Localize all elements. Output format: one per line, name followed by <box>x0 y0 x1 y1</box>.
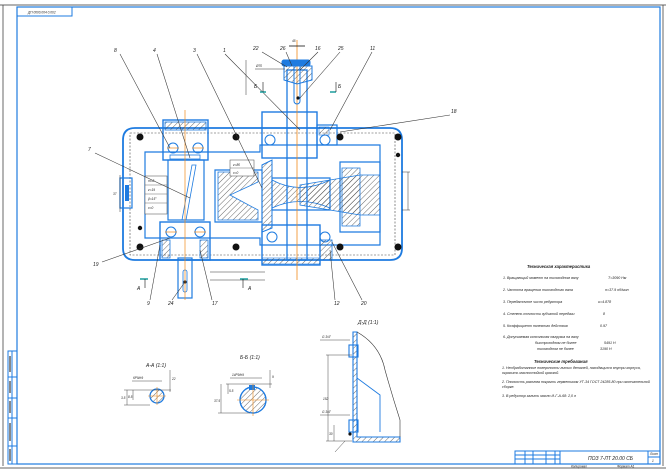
part-number: 1 <box>223 48 226 54</box>
drawing-code: ПОЗ 7-ЛТ 20.00 СБ <box>588 456 634 462</box>
drawing-frame <box>16 6 661 465</box>
dim-label: 152 <box>323 397 329 401</box>
tech-specs-title: Техническая характеристика <box>527 264 591 269</box>
part-number: 12 <box>334 301 340 307</box>
tech-spec-value: T=3090 Нм <box>608 276 627 280</box>
vent-label: Ø70 <box>255 64 262 68</box>
gear-table-row: z=19 <box>147 188 155 192</box>
format-label: Формат А1 <box>617 465 635 469</box>
gear-table-row: m=2 <box>148 179 155 183</box>
tech-spec-item: 6. Допускаемая консольная нагрузка на ва… <box>503 335 579 339</box>
dim-label: 37.5 <box>214 399 220 403</box>
part-number: 19 <box>93 262 99 268</box>
tech-requirement-item: 2. Плоскость разъема покрыть герметиком … <box>502 380 650 389</box>
left-strip <box>7 350 18 465</box>
tech-spec-item: 1. Вращающий момент на тихоходном валу <box>503 276 579 280</box>
section-mark-a-left: А <box>136 286 141 292</box>
part-number: 25 <box>337 46 344 52</box>
dim-label: 14P9/h9 <box>232 373 244 377</box>
title-block: ПОЗ 7-ЛТ 20.00 СБ Лист 1 Копировал Форма… <box>514 450 661 469</box>
tech-spec-item: 2. Частота вращения тихоходного вала <box>502 288 573 292</box>
section-mark-a-right: А <box>247 286 252 292</box>
wheel-table-row: z=80 <box>232 163 240 167</box>
tech-spec-item: 5. Коэффициент полезного действия <box>503 324 568 328</box>
tech-spec-value: 3190 Н <box>600 347 612 351</box>
dim-label: 8.5 <box>128 395 133 399</box>
section-d-d: Д-Д (1:1) G 3/4" G 3/4" 152 30 <box>320 320 401 453</box>
tech-spec-value: 8 <box>603 312 605 316</box>
tech-spec-value: 5491 Н <box>604 341 616 345</box>
part-number: 7 <box>88 147 91 153</box>
section-b-b: Б-Б (1:1) 14P9/h9 5.5 9 37.5 <box>214 355 274 416</box>
part-number: 16 <box>315 46 321 52</box>
tech-spec-value: u=4.878 <box>598 300 611 304</box>
section-a-a: А-А (1:1) 6P9/h9 22 3.5 8.5 <box>121 363 176 406</box>
tech-spec-item: 4. Степень точности зубчатой передачи <box>503 312 575 316</box>
gearbox-main-view: m=2 z=19 β=15° x=0 z=80 x=0 <box>113 40 410 300</box>
part-number: 4 <box>153 48 156 54</box>
part-number: 18 <box>451 109 457 115</box>
tech-requirement-item: 3. В редуктор залить масло И-Г-А-68: 2,0… <box>502 394 577 398</box>
part-number: 3 <box>193 48 196 54</box>
top-stamp: ДП 0000.004 0.002 <box>16 6 73 17</box>
tech-requirements-title: Технические требования <box>534 359 588 364</box>
dim-label: 5.5 <box>229 389 234 393</box>
part-number: 8 <box>114 48 117 54</box>
dim-label: 30 <box>329 432 333 436</box>
top-stamp-text: ДП 0000.004 0.002 <box>27 11 56 15</box>
part-number: 24 <box>167 301 174 307</box>
section-d-d-title: Д-Д (1:1) <box>357 320 379 326</box>
dim-label: 9 <box>272 375 274 379</box>
housing-bolts <box>136 133 402 251</box>
part-number: 17 <box>212 301 218 307</box>
sheet-number: 1 <box>652 459 654 463</box>
thread-label: G 3/4" <box>322 410 332 414</box>
part-numbers: 8 4 3 1 22 26 16 25 11 18 7 19 9 24 17 1… <box>88 46 457 307</box>
tech-requirement-item: 1. Необработанные поверхности литых дета… <box>502 366 641 375</box>
section-mark-b-left: Б <box>254 84 258 90</box>
tech-spec-item: быстроходном не более <box>535 341 576 345</box>
gear-table-row: β=15° <box>147 197 157 201</box>
section-a-a-title: А-А (1:1) <box>145 363 166 369</box>
copied-label: Копировал <box>571 465 587 469</box>
leader-lines <box>94 51 451 301</box>
housing-outline <box>122 127 403 261</box>
gear-table-row: x=0 <box>147 206 153 210</box>
tech-spec-value: 0.97 <box>600 324 608 328</box>
thread-label: G 3/4" <box>322 335 332 339</box>
section-marks: Б Б А А <box>136 82 342 292</box>
part-number: 20 <box>360 301 367 307</box>
part-number: 26 <box>279 46 286 52</box>
section-b-b-title: Б-Б (1:1) <box>240 355 260 361</box>
section-mark-b-right: Б <box>338 84 342 90</box>
sheet-label: Лист <box>649 452 659 456</box>
dim-label: 22 <box>171 377 176 381</box>
dim-label: 3.5 <box>121 396 126 400</box>
part-number: 9 <box>147 301 150 307</box>
tech-spec-item: 3. Передаточное число редуктора <box>503 300 562 304</box>
part-number: 22 <box>252 46 259 52</box>
svg-text:37: 37 <box>113 192 117 196</box>
top-dimension: 45 <box>292 39 296 43</box>
part-number: 11 <box>370 46 375 52</box>
wheel-table-row: x=0 <box>232 171 238 175</box>
dim-label: 6P9/h9 <box>133 376 143 380</box>
tech-spec-item: тихоходном не более <box>537 347 574 351</box>
tech-specs: Техническая характеристика 1. Вращающий … <box>502 264 629 351</box>
tech-requirements: Технические требования 1. Необработанные… <box>502 359 650 398</box>
tech-spec-value: n=37.9 об/мин <box>605 288 629 292</box>
